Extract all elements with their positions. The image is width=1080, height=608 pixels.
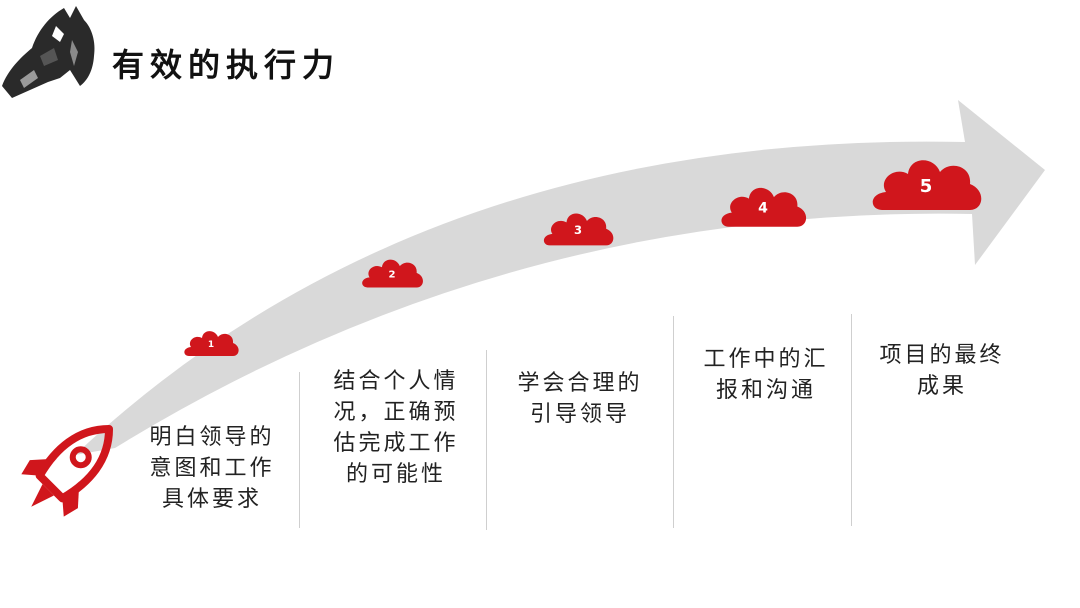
step-number: 1 <box>208 340 214 350</box>
cloud-icon: 4 <box>721 187 807 227</box>
step-number: 4 <box>758 201 768 217</box>
cloud-icon: 2 <box>362 259 423 288</box>
step-number: 3 <box>574 223 582 237</box>
step-markers: 1 2 3 4 5 <box>184 160 982 356</box>
divider <box>851 314 852 526</box>
step-number: 5 <box>920 176 933 197</box>
divider <box>486 350 487 530</box>
page-title: 有效的执行力 <box>112 46 341 84</box>
step-2-text: 结合个人情 况，正确预 估完成工作 的可能性 <box>333 369 459 487</box>
rocket-icon <box>21 424 114 517</box>
step-1-text: 明白领导的 意图和工作 具体要求 <box>149 425 275 512</box>
divider <box>299 372 300 528</box>
cloud-icon: 1 <box>184 331 239 356</box>
step-4-text: 工作中的汇 报和沟通 <box>703 347 829 403</box>
horse-head-icon <box>2 6 95 98</box>
divider <box>673 316 674 528</box>
step-number: 2 <box>388 269 395 280</box>
progress-arrow <box>75 100 1045 455</box>
step-3-text: 学会合理的 引导领导 <box>517 371 643 427</box>
cloud-icon: 3 <box>543 213 614 246</box>
cloud-icon: 5 <box>872 160 982 210</box>
step-5-text: 项目的最终 成果 <box>879 343 1005 399</box>
